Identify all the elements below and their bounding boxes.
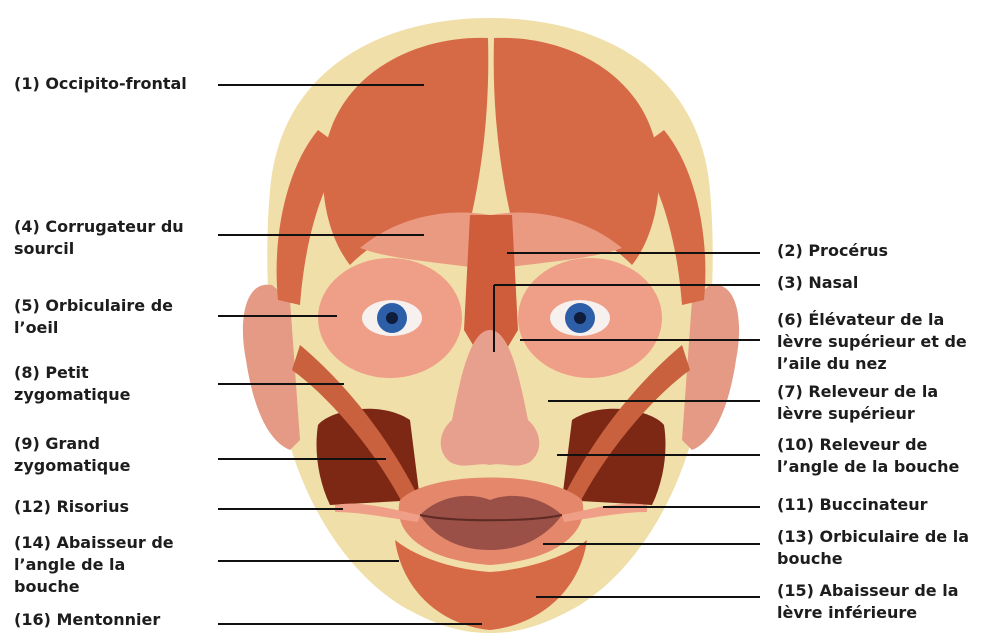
right-pupil [574, 312, 586, 324]
label-procerus: (2) Procérus [777, 240, 888, 262]
label-corrugateur-du-sourcil: (4) Corrugateur du sourcil [14, 216, 184, 260]
label-buccinateur: (11) Buccinateur [777, 494, 927, 516]
label-elevateur-levre-aile-nez: (6) Élévateur de la lèvre supérieur et d… [777, 309, 967, 375]
label-orbiculaire-bouche: (13) Orbiculaire de la bouche [777, 526, 969, 570]
label-abaisseur-angle-bouche: (14) Abaisseur de l’angle de la bouche [14, 532, 174, 598]
label-risorius: (12) Risorius [14, 496, 129, 518]
label-nasal: (3) Nasal [777, 272, 858, 294]
label-mentonnier: (16) Mentonnier [14, 609, 160, 631]
label-petit-zygomatique: (8) Petit zygomatique [14, 362, 130, 406]
left-pupil [386, 312, 398, 324]
label-releveur-levre-superieur: (7) Releveur de la lèvre supérieur [777, 381, 938, 425]
label-abaisseur-levre-inferieure: (15) Abaisseur de la lèvre inférieure [777, 580, 958, 624]
label-grand-zygomatique: (9) Grand zygomatique [14, 433, 130, 477]
label-occipito-frontal: (1) Occipito-frontal [14, 73, 187, 95]
label-releveur-angle-bouche: (10) Releveur de l’angle de la bouche [777, 434, 959, 478]
label-orbiculaire-de-loeil: (5) Orbiculaire de l’oeil [14, 295, 173, 339]
